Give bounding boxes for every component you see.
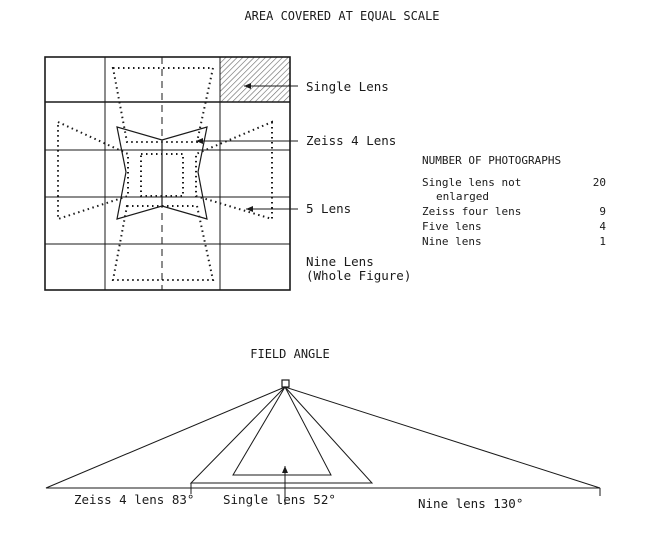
label-nine-lens: Nine Lens bbox=[306, 254, 374, 269]
nine-lens-field-triangle bbox=[45, 386, 601, 489]
single-field-label: Single lens 52° bbox=[223, 492, 336, 507]
photographs-row-label-cont: enlarged bbox=[436, 190, 489, 203]
single-lens-field-triangle bbox=[232, 385, 332, 476]
photographs-row-value: 9 bbox=[599, 205, 606, 218]
field-angle-diagram bbox=[45, 379, 601, 505]
photographs-row-value: 4 bbox=[599, 220, 606, 233]
area-title: AREA COVERED AT EQUAL SCALE bbox=[244, 9, 439, 23]
photographs-row-value: 1 bbox=[599, 235, 606, 248]
photographs-row-value: 20 bbox=[593, 176, 606, 189]
field-angle-title: FIELD ANGLE bbox=[250, 347, 329, 361]
label-nine-lens-whole-figure: (Whole Figure) bbox=[306, 268, 411, 283]
camera-apex bbox=[281, 379, 290, 388]
zeiss-field-triangle bbox=[189, 386, 374, 484]
label-arrows bbox=[196, 83, 298, 212]
zeiss-field-label: Zeiss 4 lens 83° bbox=[74, 492, 194, 507]
photographs-row-label: Nine lens bbox=[422, 235, 482, 248]
nine-field-label: Nine lens 130° bbox=[418, 496, 523, 511]
zeiss-4-lens-footprint bbox=[116, 126, 208, 220]
single-lens-cell bbox=[219, 56, 291, 103]
photographs-table: NUMBER OF PHOTOGRAPHS Single lens not en… bbox=[422, 154, 606, 248]
label-5-lens: 5 Lens bbox=[306, 201, 351, 216]
photographs-table-title: NUMBER OF PHOTOGRAPHS bbox=[422, 154, 561, 167]
coverage-grid bbox=[44, 56, 291, 291]
label-zeiss-4-lens: Zeiss 4 Lens bbox=[306, 133, 396, 148]
photographs-row-label: Zeiss four lens bbox=[422, 205, 521, 218]
label-single-lens: Single Lens bbox=[306, 79, 389, 94]
photographs-row-label: Single lens not bbox=[422, 176, 521, 189]
photographs-row-label: Five lens bbox=[422, 220, 482, 233]
